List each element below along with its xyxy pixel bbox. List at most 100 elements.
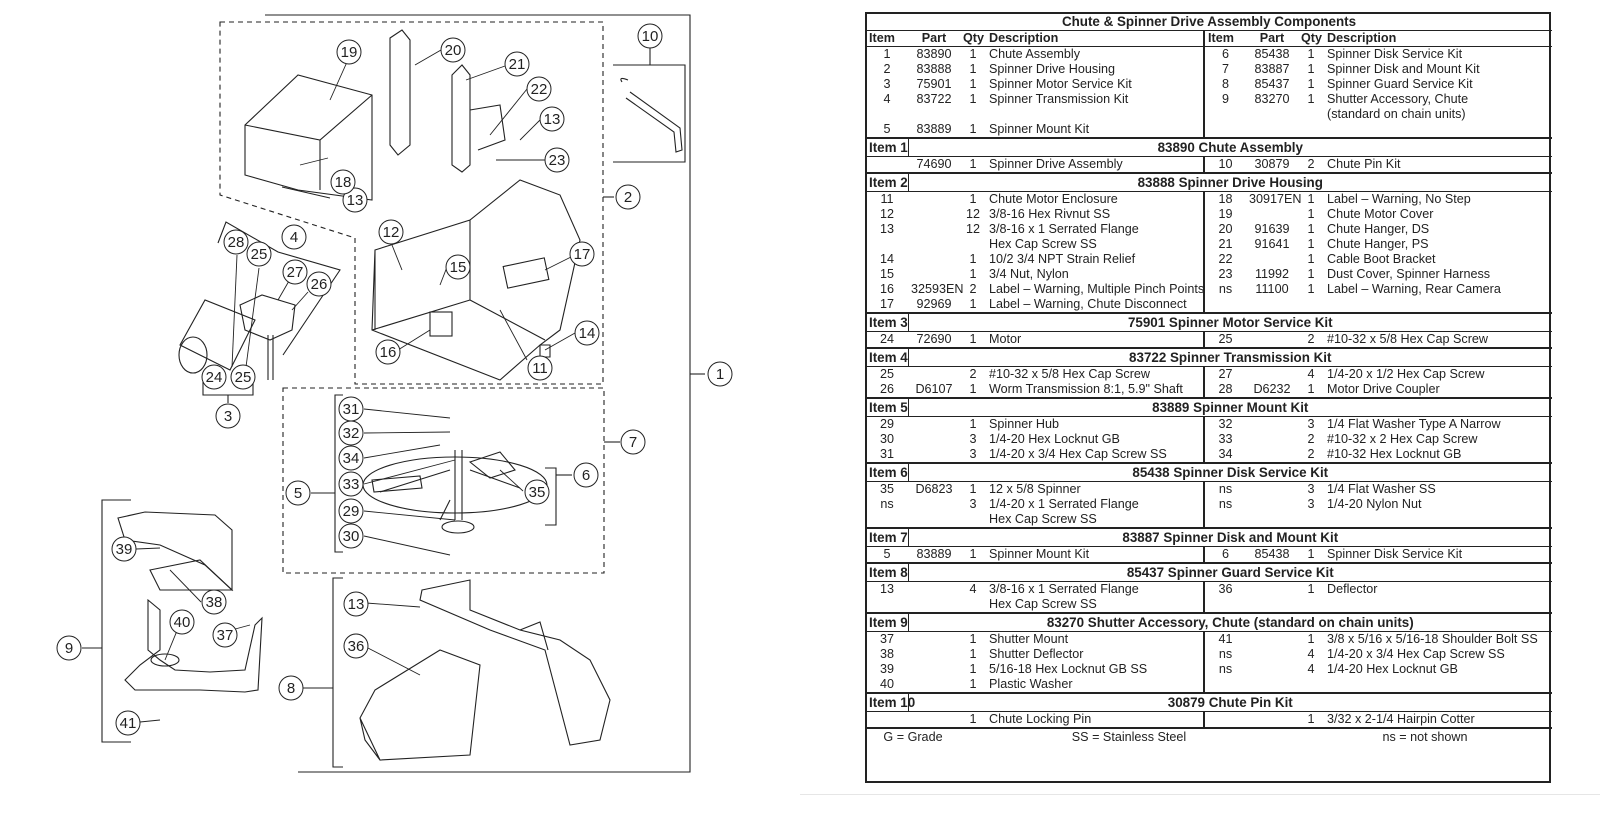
callout-circle xyxy=(445,254,471,280)
table-cell: 2 xyxy=(1307,447,1315,461)
callout-13: 13 xyxy=(342,187,368,213)
table-cell: 3 xyxy=(969,447,977,461)
table-cell: Chute Assembly xyxy=(986,46,1205,62)
table-cell: D6107 xyxy=(915,382,953,396)
table-cell: 31 xyxy=(879,447,894,461)
table-cell: 26 xyxy=(879,382,894,396)
deflector xyxy=(359,649,481,761)
table-cell: 1 xyxy=(1307,547,1315,561)
callout-4: 4 xyxy=(281,224,307,250)
callout-12: 12 xyxy=(378,219,404,245)
shutter-deflector xyxy=(124,598,263,693)
section-title: 83890 Chute Assembly xyxy=(908,137,1553,157)
table-cell: Spinner Disk Service Kit xyxy=(1327,47,1463,61)
table-cell: 10 xyxy=(1218,157,1233,171)
table-cell: 2 xyxy=(1307,332,1315,346)
table-cell xyxy=(1246,497,1298,512)
callout-label: 39 xyxy=(116,541,133,558)
callout-label: 31 xyxy=(343,401,360,418)
table-cell: 30917EN xyxy=(1249,192,1302,206)
page-divider xyxy=(800,794,1600,795)
table-cell: 1 xyxy=(1307,192,1315,206)
section-title: 83722 Spinner Transmission Kit xyxy=(908,347,1553,367)
table-cell: 20 xyxy=(1218,222,1233,236)
bracket-item-5 xyxy=(334,394,343,553)
callout-circle xyxy=(620,429,646,455)
callout-19: 19 xyxy=(336,39,362,65)
table-cell: 7 xyxy=(1221,62,1229,76)
table-cell: 3 xyxy=(1307,482,1315,496)
table-cell xyxy=(908,677,960,693)
table-cell: 75901 xyxy=(916,77,952,91)
table-cell: 91639 xyxy=(1254,222,1290,236)
worm-transmission xyxy=(239,294,296,341)
table-cell: 85438 xyxy=(1254,47,1290,61)
table-cell xyxy=(908,237,960,252)
table-cell xyxy=(1246,712,1298,729)
table-cell: 27 xyxy=(1218,367,1233,381)
callout-35: 35 xyxy=(524,479,550,505)
table-cell xyxy=(908,497,960,512)
table-cell xyxy=(1246,122,1298,138)
callout-circle xyxy=(338,445,364,471)
table-cell xyxy=(1246,482,1298,498)
table-cell: 13 xyxy=(879,222,894,236)
table-cell: 12 xyxy=(965,222,980,236)
table-cell xyxy=(1298,297,1324,313)
dashed-group-item-7 xyxy=(282,387,605,574)
table-cell xyxy=(908,207,960,222)
table-cell xyxy=(1298,597,1324,613)
table-cell: Label – Warning, Rear Camera xyxy=(1327,282,1501,296)
table-cell: Shutter Accessory, Chute xyxy=(1327,92,1469,106)
section-label: Item 5 xyxy=(866,397,909,417)
callout-10: 10 xyxy=(637,23,663,49)
callout-7: 7 xyxy=(620,429,646,455)
table-cell xyxy=(1246,252,1298,267)
table-cell: Dust Cover, Spinner Harness xyxy=(1327,267,1491,281)
table-cell xyxy=(1246,367,1298,383)
table-cell: 3/4 Nut, Nylon xyxy=(986,267,1205,282)
table-cell: 1/4-20 Hex Locknut GB xyxy=(1327,662,1458,676)
footer-note: G = Grade xyxy=(866,727,960,747)
table-cell: 1/4-20 x 1/2 Hex Cap Screw xyxy=(1327,367,1485,381)
callout-24: 24 xyxy=(201,364,227,390)
table-cell: 1 xyxy=(1307,582,1315,596)
callout-label: 40 xyxy=(174,614,191,631)
table-cell: 1 xyxy=(969,92,977,106)
table-cell: 3 xyxy=(1307,417,1315,431)
chute-hanger-ds xyxy=(389,29,411,156)
table-cell xyxy=(908,107,960,122)
table-cell: Spinner Mount Kit xyxy=(986,546,1205,563)
table-cell: Deflector xyxy=(1327,582,1378,596)
table-cell: 18 xyxy=(1218,192,1233,206)
table-cell: 10/2 3/4 NPT Strain Relief xyxy=(986,252,1205,267)
table-cell: 9 xyxy=(1221,92,1229,106)
callout-circle xyxy=(637,23,663,49)
table-cell: 1 xyxy=(969,417,977,431)
callout-8: 8 xyxy=(278,675,304,701)
table-cell xyxy=(1298,677,1324,693)
table-cell: 19 xyxy=(1218,207,1233,221)
callout-label: 11 xyxy=(532,360,548,377)
callout-6: 6 xyxy=(573,462,599,488)
table-cell: 1/4 Flat Washer Type A Narrow xyxy=(1327,417,1501,431)
callout-label: 28 xyxy=(228,234,245,251)
table-cell xyxy=(908,447,960,463)
callout-circle xyxy=(343,633,369,659)
table-cell: D6823 xyxy=(915,482,953,496)
table-cell xyxy=(1246,332,1298,349)
callout-label: 32 xyxy=(343,425,360,442)
callout-circle xyxy=(336,39,362,65)
